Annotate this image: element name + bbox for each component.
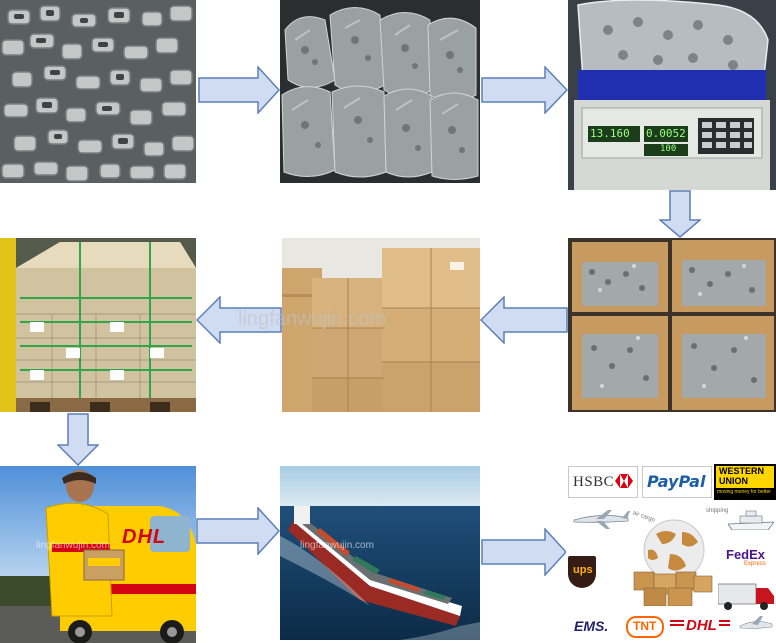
ems-logo: EMS.: [574, 618, 609, 634]
yacht-icon: [728, 510, 774, 530]
scale-display-right: 100: [660, 144, 677, 154]
shipping-label: shipping: [706, 508, 729, 514]
watermark-ship-tile: lingfanwujin.com: [300, 540, 374, 551]
pallet-shipment-image: [0, 238, 196, 412]
arrow-right-4: [481, 528, 567, 576]
fedex-express-text: Express: [744, 561, 766, 567]
tnt-text: TNT: [633, 619, 657, 633]
raw-parts-image: [0, 0, 196, 183]
western-union-logo: WESTERN UNION moving money for better: [714, 464, 776, 500]
dhl-text: DHL: [684, 617, 719, 634]
airplane-small-icon: [739, 616, 773, 629]
tnt-logo: TNT: [626, 616, 664, 638]
western-union-tagline: moving money for better: [717, 489, 771, 495]
ups-text: ups: [573, 564, 593, 576]
airplane-icon: [573, 510, 630, 529]
watermark-center: lingfanwujin.com: [238, 308, 386, 330]
hsbc-logo: HSBC: [568, 466, 638, 498]
dhl-courier-image: DHL: [0, 466, 196, 643]
cargo-ship-image: [280, 466, 480, 640]
hsbc-text: HSBC: [573, 474, 615, 490]
watermark-dhl-tile: lingfanwujin.com: [36, 540, 110, 551]
scale-display-middle: 0.0052: [646, 127, 686, 140]
payment-logistics-collage: HSBC PayPal WESTERN UNION moving money f…: [566, 462, 776, 643]
arrow-right-3: [196, 507, 280, 555]
dhl-logo: DHL: [670, 616, 730, 636]
stacked-cartons-image: [282, 238, 480, 412]
fedex-logo: FedEx: [726, 546, 765, 564]
arrow-right-2: [481, 66, 568, 114]
arrow-left-2: [480, 296, 568, 344]
open-boxes-image: [568, 238, 776, 412]
truck-icon: [718, 583, 774, 610]
arrow-down-2: [57, 413, 99, 466]
western-union-text-top: WESTERN: [719, 466, 764, 476]
fedex-text: FedEx: [726, 547, 766, 562]
ups-logo: ups: [568, 556, 596, 588]
scale-display-left: 13.160: [590, 127, 630, 140]
western-union-text-bottom: UNION: [719, 476, 748, 486]
arrow-down-1: [659, 190, 701, 238]
arrow-right-1: [198, 66, 280, 114]
paypal-text: PayPal: [647, 472, 706, 491]
bagged-parts-image: [280, 0, 480, 183]
paypal-logo: PayPal: [642, 466, 712, 498]
globe-with-boxes-icon: [633, 519, 713, 606]
dhl-van-logo: DHL: [122, 526, 167, 548]
weighing-scale-image: 13.160 0.0052 100: [568, 0, 776, 190]
arrow-left-1: [196, 296, 282, 344]
hsbc-hexagon-icon: [615, 474, 633, 488]
